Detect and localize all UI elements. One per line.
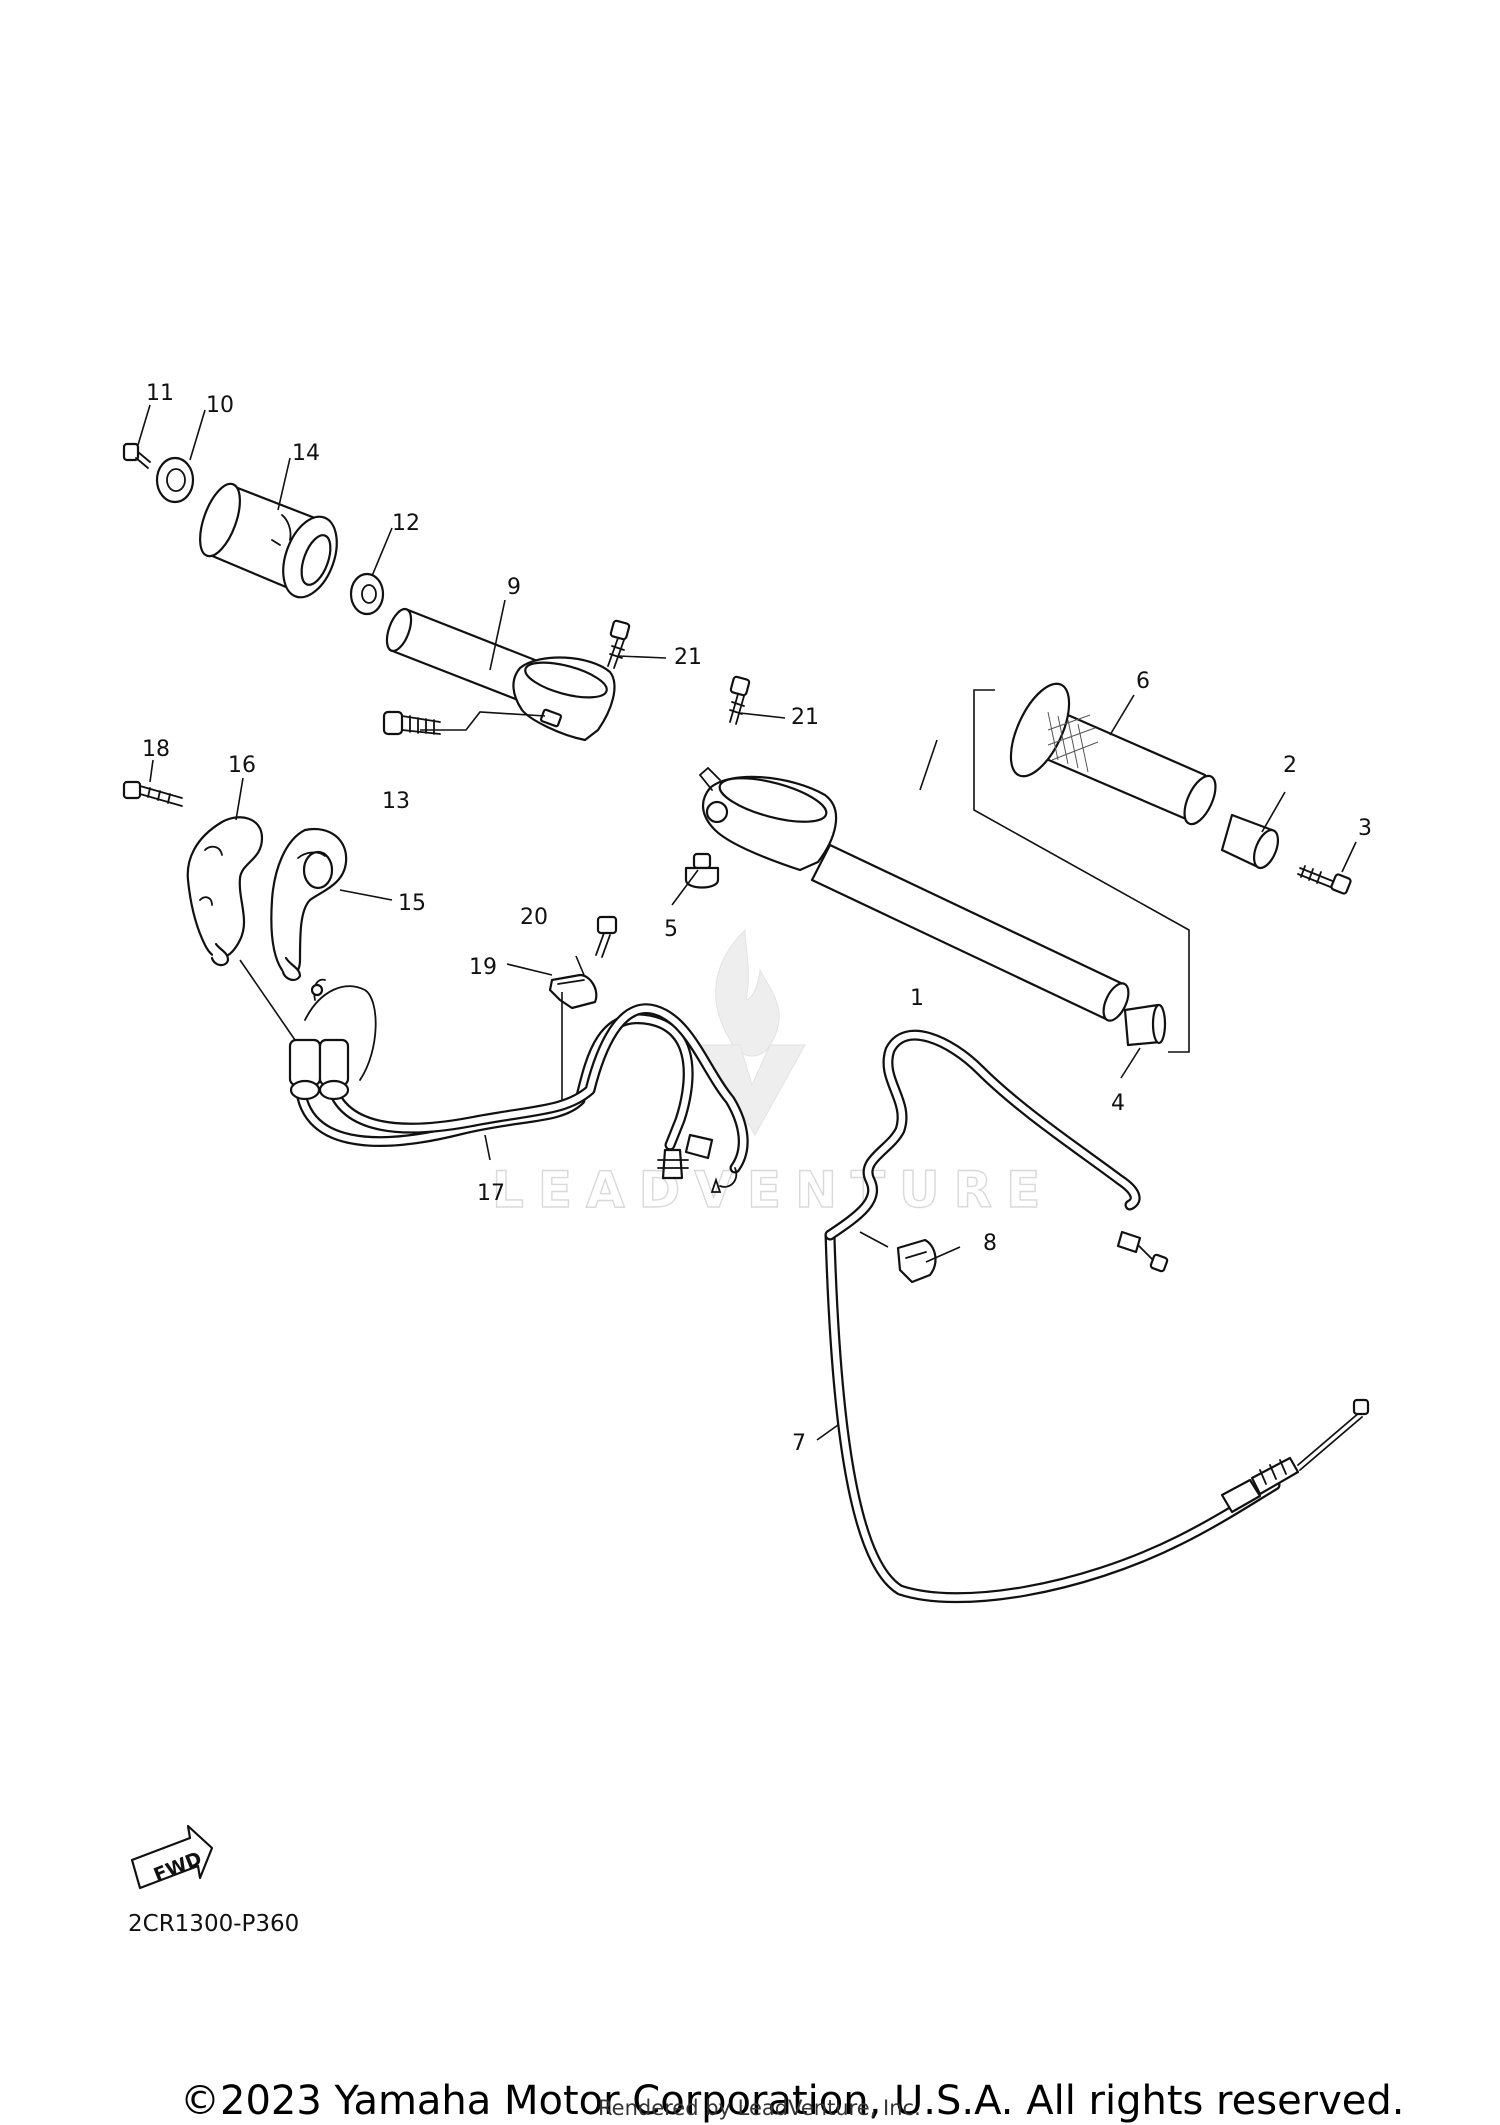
pin [684, 852, 720, 889]
callout-21-right: 21 [791, 705, 819, 730]
diagram-code: 2CR1300-P360 [128, 1911, 300, 1937]
throttle-cable-assembly [288, 978, 749, 1193]
housing-screw [122, 780, 183, 807]
callout-13: 13 [382, 789, 410, 814]
callout-labels: 1 2 3 4 5 6 7 8 9 10 11 12 13 14 15 16 1… [142, 381, 1372, 1456]
grip-end-weight-right [1220, 813, 1280, 870]
throttle-grip [199, 482, 338, 599]
callout-11: 11 [146, 381, 174, 406]
callout-3: 3 [1358, 816, 1372, 841]
callout-21-left: 21 [674, 645, 702, 670]
grip-right [1009, 682, 1217, 826]
clamp-bolt-small [595, 915, 618, 958]
assembly-bracket [973, 689, 1190, 1053]
fwd-arrow-icon: FWD [130, 1824, 214, 1890]
callout-17: 17 [477, 1181, 505, 1206]
callout-16: 16 [228, 753, 256, 778]
callout-2: 2 [1283, 753, 1297, 778]
callout-18: 18 [142, 737, 170, 762]
callout-8: 8 [983, 1231, 997, 1256]
handlebar-left-throttle [385, 607, 616, 742]
leader-lines [137, 404, 1357, 1441]
cable-clamp [548, 973, 598, 1010]
callout-12: 12 [392, 511, 420, 536]
copyright-notice: ©2023 Yamaha Motor Corporation, U.S.A. A… [180, 2078, 1405, 2124]
watermark: LEADVENTURE [491, 928, 1054, 1220]
watermark-flame-icon [715, 928, 780, 1057]
clutch-cable [824, 1029, 1370, 1604]
callout-4: 4 [1111, 1091, 1125, 1116]
callout-1: 1 [910, 986, 924, 1011]
end-screw-right [1297, 865, 1352, 895]
balancer-right [1123, 1003, 1167, 1047]
callout-7: 7 [792, 1431, 806, 1456]
watermark-v-icon [699, 1044, 806, 1136]
throttle-housing-lower [270, 827, 348, 982]
grip-end-left [155, 456, 195, 504]
handlebar-right [698, 766, 1130, 1022]
callout-20: 20 [520, 905, 548, 930]
callout-5: 5 [664, 917, 678, 942]
throttle-housing-upper [186, 816, 264, 967]
callout-6: 6 [1136, 669, 1150, 694]
watermark-text: LEADVENTURE [492, 1161, 1054, 1219]
callout-10: 10 [206, 393, 234, 418]
callout-15: 15 [398, 891, 426, 916]
cable-boot [896, 1238, 937, 1284]
end-screw-left [122, 442, 151, 469]
rendered-by-credit: Rendered by LeadVenture, Inc. [598, 2096, 921, 2120]
callout-19: 19 [469, 955, 497, 980]
pinch-bolt-left [607, 619, 631, 669]
clamp-bolt [382, 710, 441, 736]
balancer-left [349, 572, 385, 616]
callout-14: 14 [292, 441, 320, 466]
pinch-bolt-right [729, 675, 751, 725]
callout-9: 9 [507, 575, 521, 600]
